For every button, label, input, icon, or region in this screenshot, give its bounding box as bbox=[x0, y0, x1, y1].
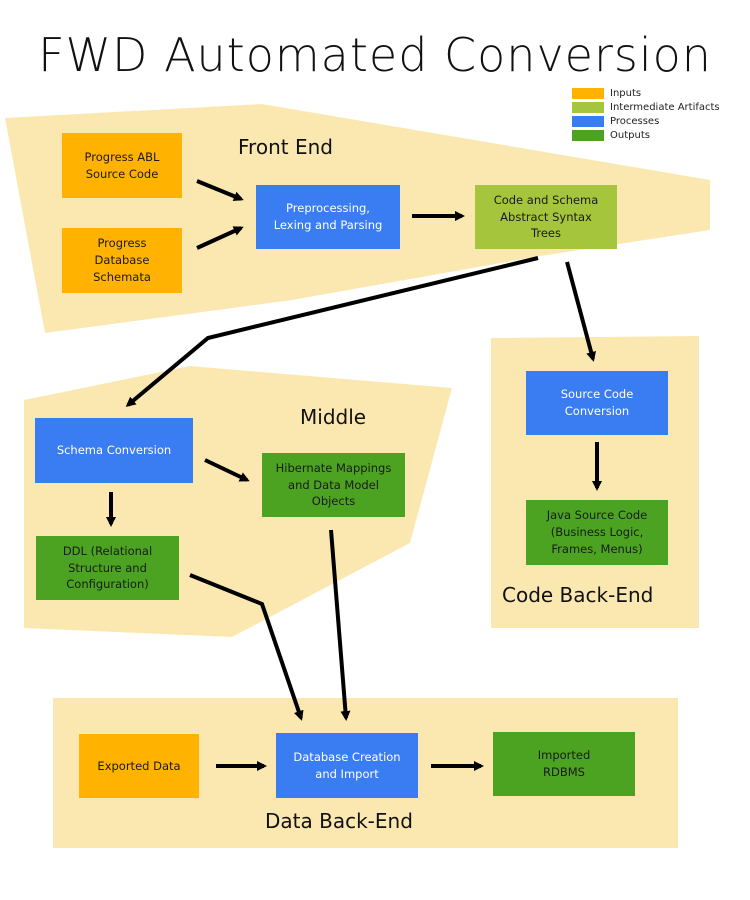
legend-swatch bbox=[572, 129, 604, 141]
legend-label: Outputs bbox=[610, 129, 650, 141]
arrow-abl-to-preprocessing bbox=[196, 179, 244, 201]
legend-swatch bbox=[572, 115, 604, 127]
arrow-ast-to-schema-conversion bbox=[125, 256, 539, 407]
legend-label: Processes bbox=[610, 115, 660, 127]
db-schemata-node: Progress Database Schemata bbox=[62, 228, 182, 293]
legend: Inputs Intermediate Artifacts Processes … bbox=[572, 86, 720, 142]
code-back-end-label: Code Back-End bbox=[502, 583, 654, 607]
legend-item-processes: Processes bbox=[572, 114, 720, 128]
arrow-ddl-to-db-creation bbox=[189, 573, 304, 721]
front-end-label: Front End bbox=[238, 135, 333, 159]
page-title: FWD Automated Conversion bbox=[38, 28, 712, 82]
schema-conversion-node: Schema Conversion bbox=[35, 418, 193, 483]
abl-source-node: Progress ABL Source Code bbox=[62, 133, 182, 198]
legend-item-inputs: Inputs bbox=[572, 86, 720, 100]
exported-data-node: Exported Data bbox=[79, 734, 199, 798]
arrow-schema-to-hibernate bbox=[204, 458, 250, 482]
arrow-hibernate-to-db-creation bbox=[329, 529, 351, 721]
legend-item-outputs: Outputs bbox=[572, 128, 720, 142]
legend-label: Inputs bbox=[610, 87, 642, 99]
preprocessing-node: Preprocessing, Lexing and Parsing bbox=[256, 185, 400, 249]
arrow-ast-to-source-conversion bbox=[565, 261, 597, 362]
legend-swatch bbox=[572, 101, 604, 113]
arrow-schemata-to-preprocessing bbox=[196, 226, 244, 250]
legend-item-intermediate: Intermediate Artifacts bbox=[572, 100, 720, 114]
ddl-node: DDL (Relational Structure and Configurat… bbox=[36, 536, 179, 600]
db-creation-node: Database Creation and Import bbox=[276, 733, 418, 798]
rdbms-node: Imported RDBMS bbox=[493, 732, 635, 796]
data-back-end-label: Data Back-End bbox=[265, 809, 413, 833]
source-conversion-node: Source Code Conversion bbox=[526, 371, 668, 435]
middle-label: Middle bbox=[300, 405, 367, 429]
java-source-node: Java Source Code (Business Logic, Frames… bbox=[526, 500, 668, 565]
legend-swatch bbox=[572, 87, 604, 99]
legend-label: Intermediate Artifacts bbox=[610, 101, 720, 113]
hibernate-node: Hibernate Mappings and Data Model Object… bbox=[262, 453, 405, 517]
ast-node: Code and Schema Abstract Syntax Trees bbox=[475, 185, 617, 249]
